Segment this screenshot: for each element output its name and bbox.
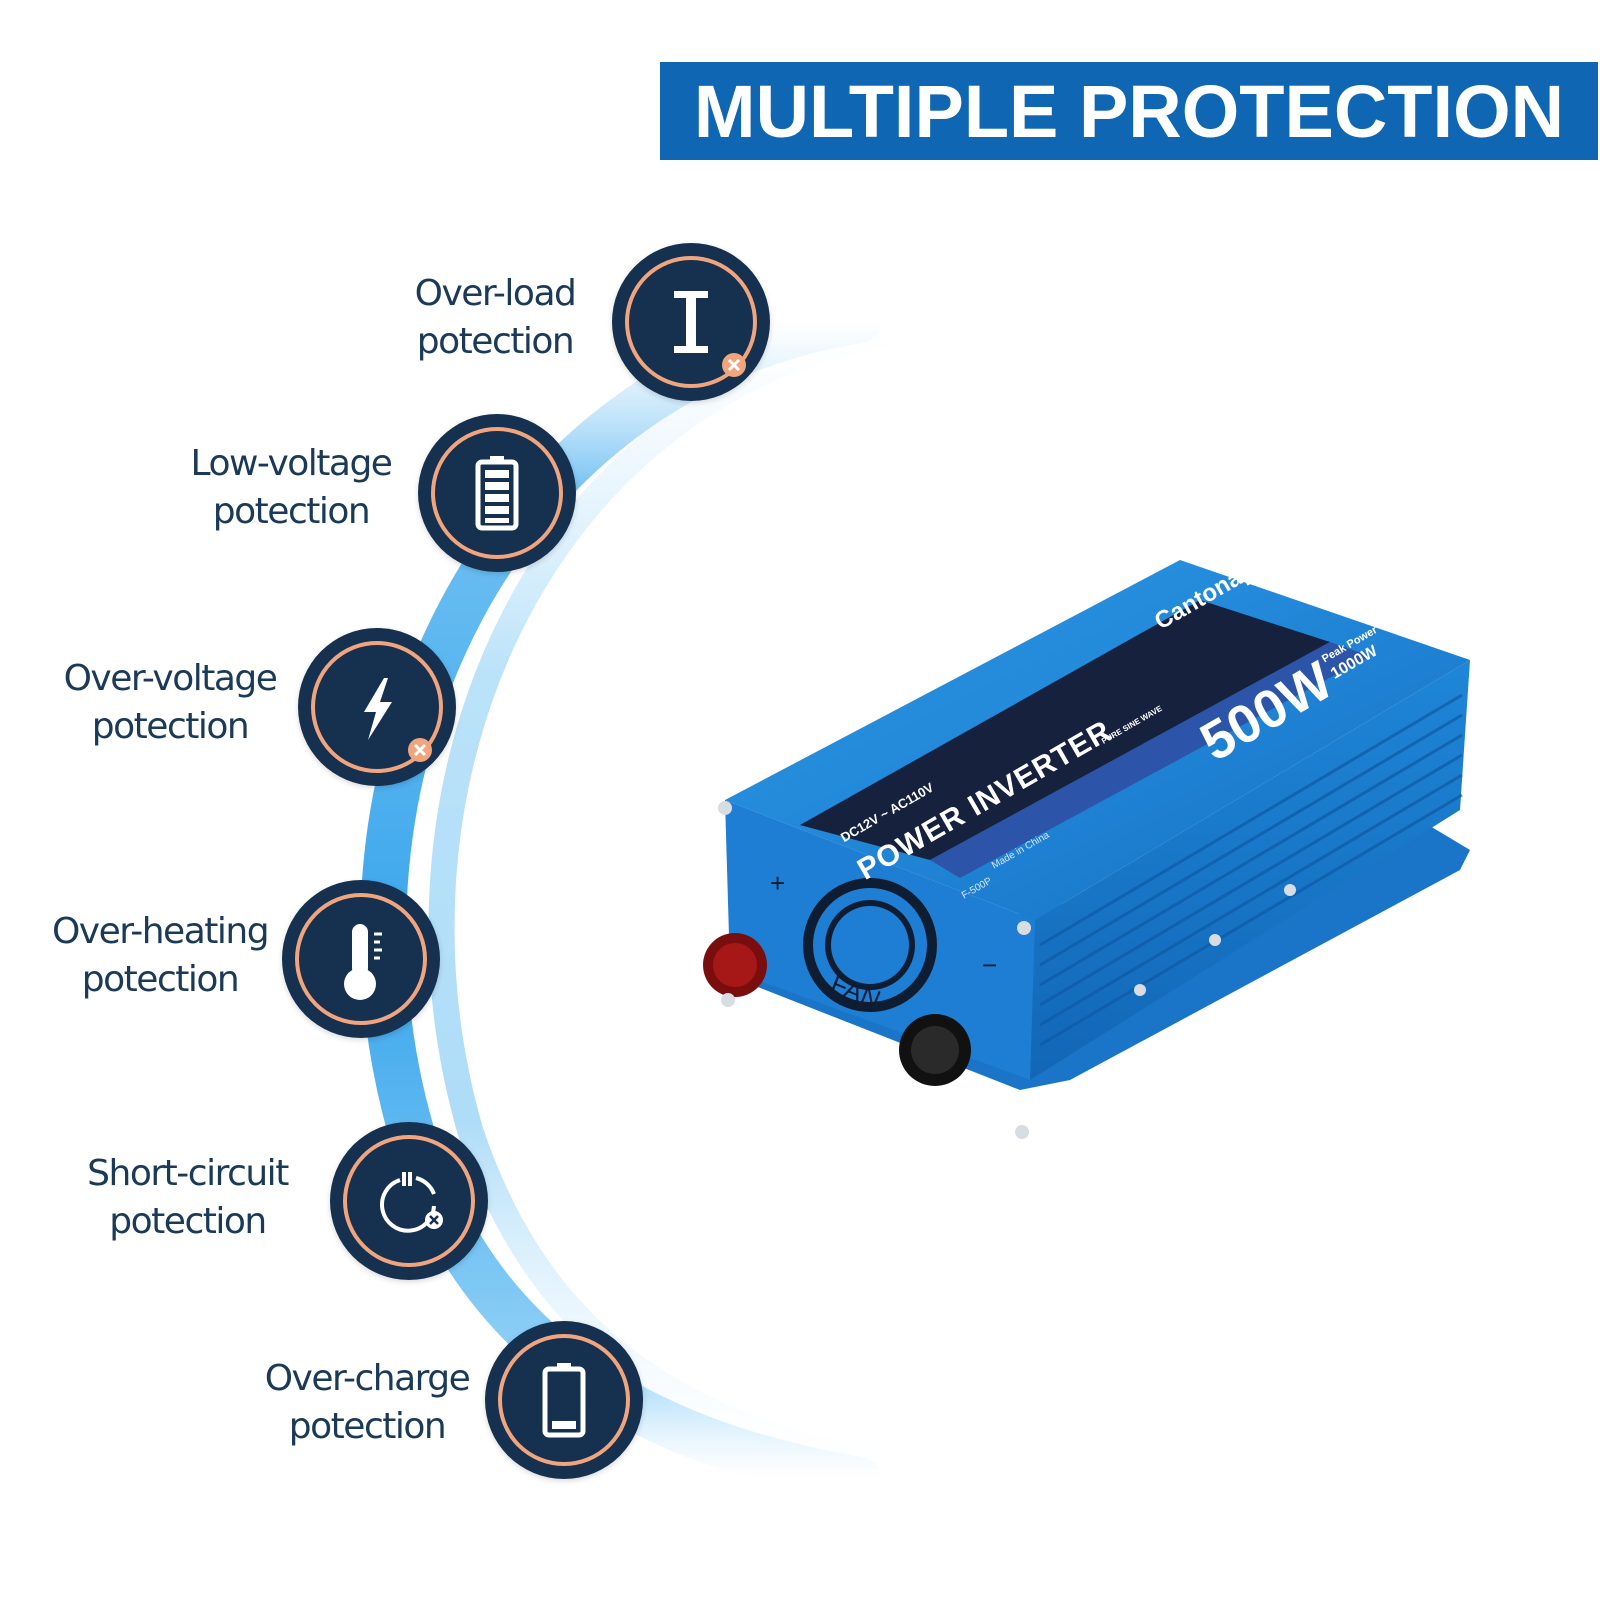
power-inverter-product — [703, 560, 1470, 1139]
current-cross-icon — [625, 256, 757, 388]
over-voltage-badge — [298, 628, 456, 786]
feature-label-low-voltage: Low-voltage potection — [190, 443, 393, 532]
battery-full-icon — [431, 427, 563, 559]
over-charge-badge — [485, 1321, 643, 1479]
feature-label-overload: Over-load potection — [414, 273, 577, 362]
over-heating-badge — [282, 880, 440, 1038]
overload-badge — [612, 243, 770, 401]
product-plus-label: + — [770, 868, 786, 898]
lightning-cross-icon — [311, 641, 443, 773]
low-voltage-badge — [418, 414, 576, 572]
short-circuit-badge — [330, 1122, 488, 1280]
title-banner: MULTIPLE PROTECTION — [660, 62, 1598, 160]
thermometer-icon — [295, 893, 427, 1025]
short-circuit-icon — [343, 1135, 475, 1267]
banner-title: MULTIPLE PROTECTION — [693, 69, 1565, 153]
feature-label-over-charge: Over-charge potection — [264, 1358, 471, 1447]
fan-grille — [803, 878, 937, 1012]
feature-label-over-voltage: Over-voltage potection — [63, 658, 278, 747]
feature-label-short-circuit: Short-circuit potection — [87, 1153, 289, 1242]
product-minus-label: − — [982, 950, 998, 980]
feature-label-over-heating: Over-heating potection — [51, 911, 270, 1000]
battery-low-icon — [498, 1334, 630, 1466]
